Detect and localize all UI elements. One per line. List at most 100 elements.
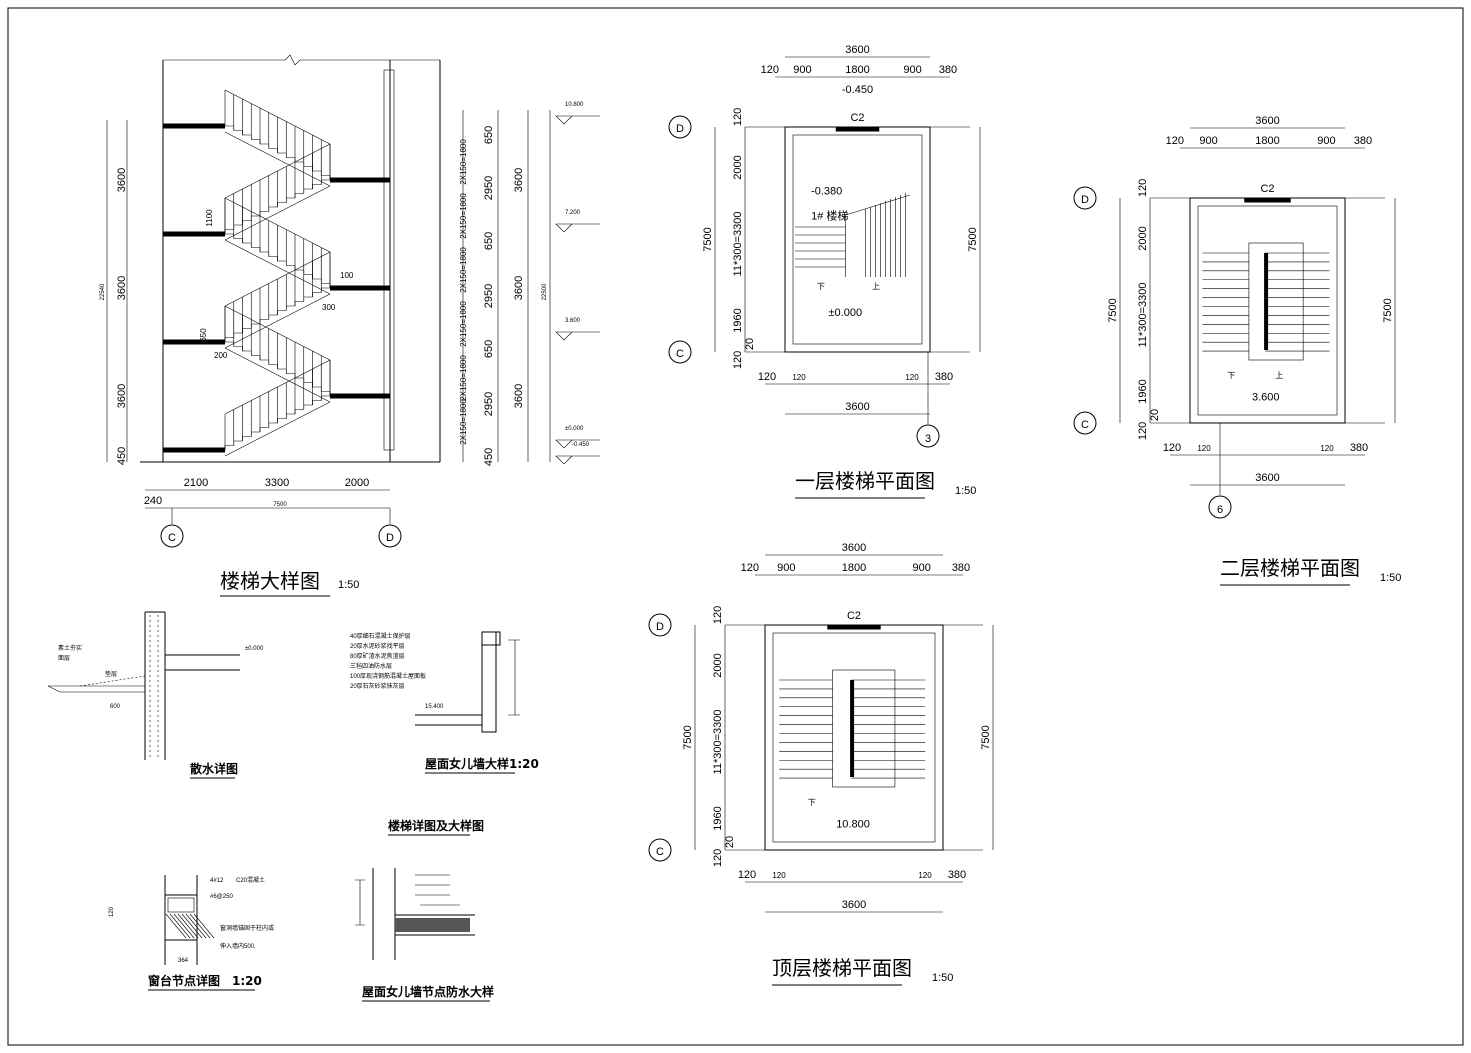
level-marks: 10.800 7.200 3.600 ±0.000 -0.450 (555, 102, 600, 465)
sill-note-5: 伸入墙内500. (220, 942, 256, 950)
plan2-level: 3.600 (1252, 392, 1280, 404)
sill-title: 窗台节点详图 (148, 973, 220, 988)
sill-note-4: 窗洞墙锚固于柱内或 (220, 924, 274, 932)
level-10800: 10.800 (565, 102, 584, 108)
hatch-line (185, 913, 207, 939)
plan2-dim-b380: 380 (1350, 442, 1368, 454)
plan2-axis-c: C (1081, 419, 1089, 431)
plan2-dim-1800: 1800 (1255, 135, 1279, 147)
parapet-title: 屋面女儿墙大样1:20 (425, 756, 539, 771)
plan3-scale: 1:50 (932, 972, 953, 984)
sheet-border (7, 7, 1464, 1046)
plan-inner (792, 134, 923, 345)
apron-dim: 600 (110, 704, 121, 710)
apron-note-1: 素土夯实 (58, 644, 82, 652)
plan3-axis-d: D (656, 621, 664, 633)
plan3-dim-b3600: 3600 (842, 899, 866, 911)
plan2-scale: 1:50 (1380, 572, 1401, 584)
level-7200: 7.200 (565, 210, 581, 216)
plan3-dim-side-20: 20 (724, 836, 736, 848)
section-dim-floor-2: 3600 (116, 276, 128, 300)
plan3-stair (779, 669, 926, 788)
plan-inner (1197, 205, 1338, 416)
section-dim-landing: 650 (199, 328, 208, 342)
hatch-line (177, 913, 199, 939)
sill-dim-2: 364 (178, 958, 189, 964)
apron-note-3: 垫层 (105, 670, 117, 678)
plan2-dim-900a: 900 (1199, 135, 1217, 147)
section-axis-c: C (168, 532, 176, 544)
section-dim-floor-3: 3600 (116, 384, 128, 408)
section-axis-d-bubble (378, 524, 402, 548)
plan2-dim-total-top: 3600 (1255, 115, 1279, 127)
parapet-detail: 40厚细石混凝土保护层 20厚水泥砂浆找平层 80厚矿渣水泥焦渣层 三毡四油防水… (350, 631, 539, 774)
window-sill-detail: 4#12 C20混凝土 #6@250 窗洞墙锚固于柱内或 伸入墙内500. 12… (109, 875, 274, 991)
section-dim-2100: 2100 (184, 477, 208, 489)
section-dim-total-right: 22500 (542, 283, 548, 300)
section-scale: 1:50 (338, 579, 359, 591)
sill-note-2: C20混凝土 (236, 876, 265, 884)
plan1-window-label: C2 (850, 112, 864, 124)
plan2-dim-b3600: 3600 (1255, 472, 1279, 484)
section-dim-r2: 2950 (483, 176, 495, 200)
roof-layer-1: 40厚细石混凝土保护层 (350, 632, 411, 640)
apron-level: ±0.000 (245, 646, 264, 652)
plan2-dim-900b: 900 (1317, 135, 1335, 147)
plan1-scale: 1:50 (955, 485, 976, 497)
section-dim-rf1: 3600 (513, 168, 525, 192)
plan2-down: 下 (1227, 371, 1235, 380)
plan2-dim-120: 120 (1166, 135, 1184, 147)
level-0000: ±0.000 (565, 426, 584, 432)
hatch-line (193, 913, 215, 939)
plan2-dim-side-1960: 1960 (1137, 379, 1149, 403)
stringer (224, 239, 331, 295)
plan1-dim-total-right: 7500 (967, 227, 979, 251)
plan1-axis-d: D (676, 123, 684, 135)
section-dim-r3: 650 (483, 232, 495, 250)
section-dim-step-height: 100 (340, 271, 354, 280)
plan2-window-label: C2 (1260, 183, 1274, 195)
roof-layer-3: 80厚矿渣水泥焦渣层 (350, 652, 405, 660)
plan2-axis-d-bubble (1073, 186, 1097, 210)
section-dim-r5: 650 (483, 340, 495, 358)
plan1-axis-d-bubble (668, 115, 692, 139)
plan1-dim-b120c: 120 (905, 373, 919, 382)
plan1-dim-900b: 900 (903, 64, 921, 76)
plan3-dim-side-2000: 2000 (712, 653, 724, 677)
plan1-level-top: -0.450 (842, 84, 873, 96)
plan2-dim-380: 380 (1354, 135, 1372, 147)
section-dim-r4: 2950 (483, 284, 495, 308)
break-line (845, 194, 911, 277)
plan2-up: 上 (1275, 371, 1283, 380)
roof-layer-5: 100厚现浇钢筋混凝土屋面板 (350, 672, 426, 680)
plan1-dim-side-1960: 1960 (732, 308, 744, 332)
section-dim-r7: 450 (483, 448, 495, 466)
handrail-well (1264, 253, 1269, 350)
stringer (224, 401, 331, 457)
section-dim-total-left: 22540 (100, 283, 106, 300)
plan2-dim-total-right: 7500 (1382, 298, 1394, 322)
sill-note-3: #6@250 (210, 894, 233, 900)
section-axis-c-bubble (160, 524, 184, 548)
section-dim-7500: 7500 (273, 502, 287, 508)
plan1-stair-label: 1# 楼梯 (811, 208, 848, 222)
stair-flights (224, 89, 331, 457)
plan1-dim-total-top: 3600 (845, 44, 869, 56)
section-axis-d: D (386, 532, 394, 544)
plan2-dim-b120a: 120 (1163, 442, 1181, 454)
apron-title: 散水详图 (190, 761, 238, 776)
plan1-dim-side-2000: 2000 (732, 155, 744, 179)
stair-detail-title: 楼梯详图及大样图 (388, 818, 484, 833)
plan3-dim-side-120b: 120 (712, 849, 724, 867)
plan1-dim-380: 380 (939, 64, 957, 76)
section-flight-note-3: 2X150=1800 (459, 247, 468, 293)
section-dim-plinth: 450 (116, 447, 128, 465)
handrail-well (850, 680, 855, 777)
level-minus-0450: -0.450 (572, 442, 590, 448)
plan3-dim-b120a: 120 (738, 869, 756, 881)
apron-detail: 素土夯实 面层 垫层 ±0.000 600 散水详图 (47, 611, 264, 779)
plan1-dim-120: 120 (761, 64, 779, 76)
plan2-dim-total-left: 7500 (1107, 298, 1119, 322)
plan1-dim-side-20: 20 (744, 338, 756, 350)
section-flight-note-2: 2X150=1800 (459, 193, 468, 239)
